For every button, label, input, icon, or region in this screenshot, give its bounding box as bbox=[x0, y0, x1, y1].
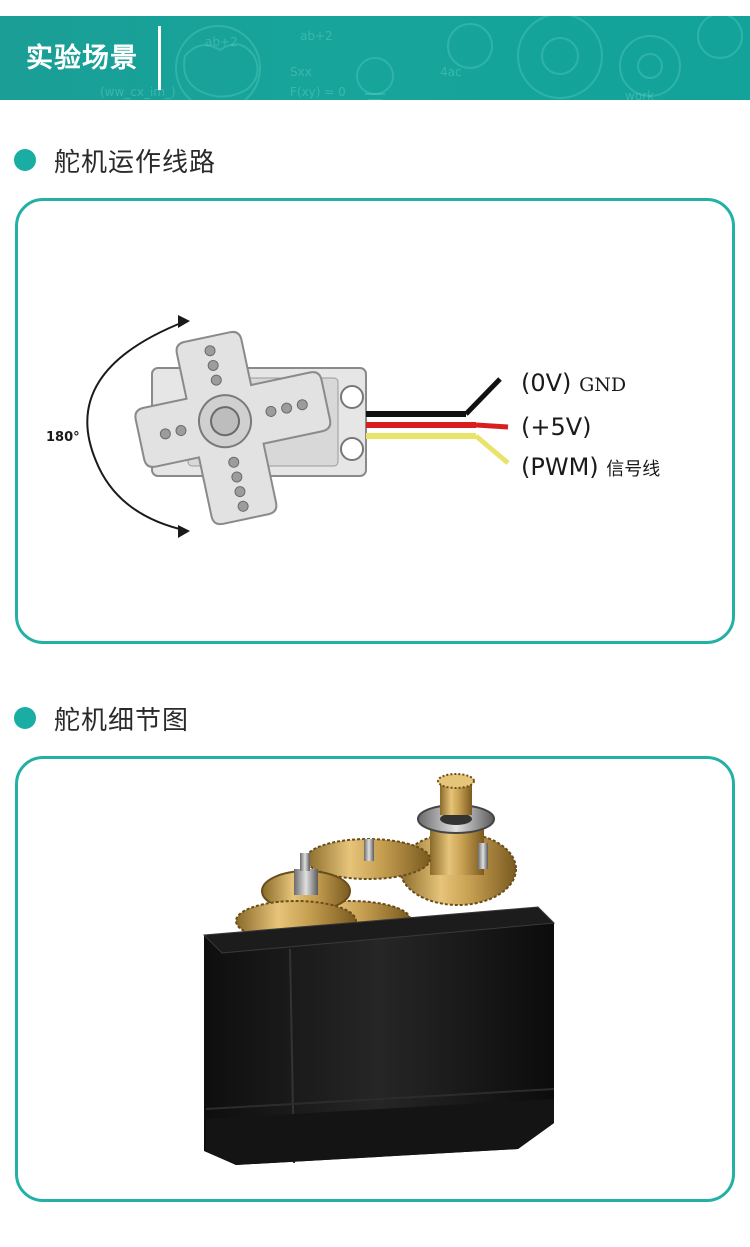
svg-text:(ww_cx_im_): (ww_cx_im_) bbox=[100, 85, 176, 99]
svg-text:4ac: 4ac bbox=[440, 65, 462, 79]
wire-pwm-lead bbox=[474, 434, 510, 465]
svg-text:Sxx: Sxx bbox=[290, 65, 312, 79]
mount-hole bbox=[340, 437, 364, 461]
servo-case bbox=[202, 906, 556, 1165]
bullet-dot bbox=[14, 149, 36, 171]
rotation-arc bbox=[86, 320, 189, 532]
bullet-dot bbox=[14, 707, 36, 729]
angle-label: 180° bbox=[46, 430, 80, 445]
label-pwm: (PWM) 信号线 bbox=[521, 453, 660, 481]
wiring-diagram-panel: 180° (0V) GND (+5V) (PWM) 信号 bbox=[15, 198, 735, 644]
banner-title: 实验场景 bbox=[26, 43, 138, 74]
servo-horn bbox=[134, 330, 332, 526]
header-banner: Sxx ab+2 F(xy) = 0 (ww_cx_im_) 4ac work … bbox=[0, 16, 750, 100]
section-title-detail: 舵机细节图 bbox=[54, 705, 190, 736]
section-header-detail: 舵机细节图 bbox=[14, 698, 189, 738]
svg-text:F(xy) = 0: F(xy) = 0 bbox=[290, 85, 346, 99]
svg-text:ab+2: ab+2 bbox=[300, 29, 333, 43]
arrow-head-top bbox=[178, 315, 190, 328]
label-gnd: (0V) GND bbox=[521, 369, 626, 397]
servo-wiring-diagram: 180° (0V) GND (+5V) (PWM) 信号 bbox=[46, 315, 660, 538]
mount-hole bbox=[340, 385, 364, 409]
section-title-wiring: 舵机运作线路 bbox=[54, 147, 217, 178]
svg-text:work: work bbox=[625, 89, 654, 100]
wire-gnd-lead bbox=[464, 377, 502, 416]
svg-text:ab+2: ab+2 bbox=[205, 35, 238, 49]
section-header-wiring: 舵机运作线路 bbox=[14, 140, 216, 180]
label-vcc: (+5V) bbox=[521, 413, 592, 441]
wire-vcc-lead bbox=[475, 422, 509, 430]
servo-detail-panel bbox=[15, 756, 735, 1202]
banner-divider bbox=[158, 26, 161, 90]
banner-decoration: Sxx ab+2 F(xy) = 0 (ww_cx_im_) 4ac work … bbox=[100, 16, 743, 100]
servo-detail-illustration bbox=[202, 773, 556, 1165]
arrow-head-bottom bbox=[178, 525, 190, 538]
